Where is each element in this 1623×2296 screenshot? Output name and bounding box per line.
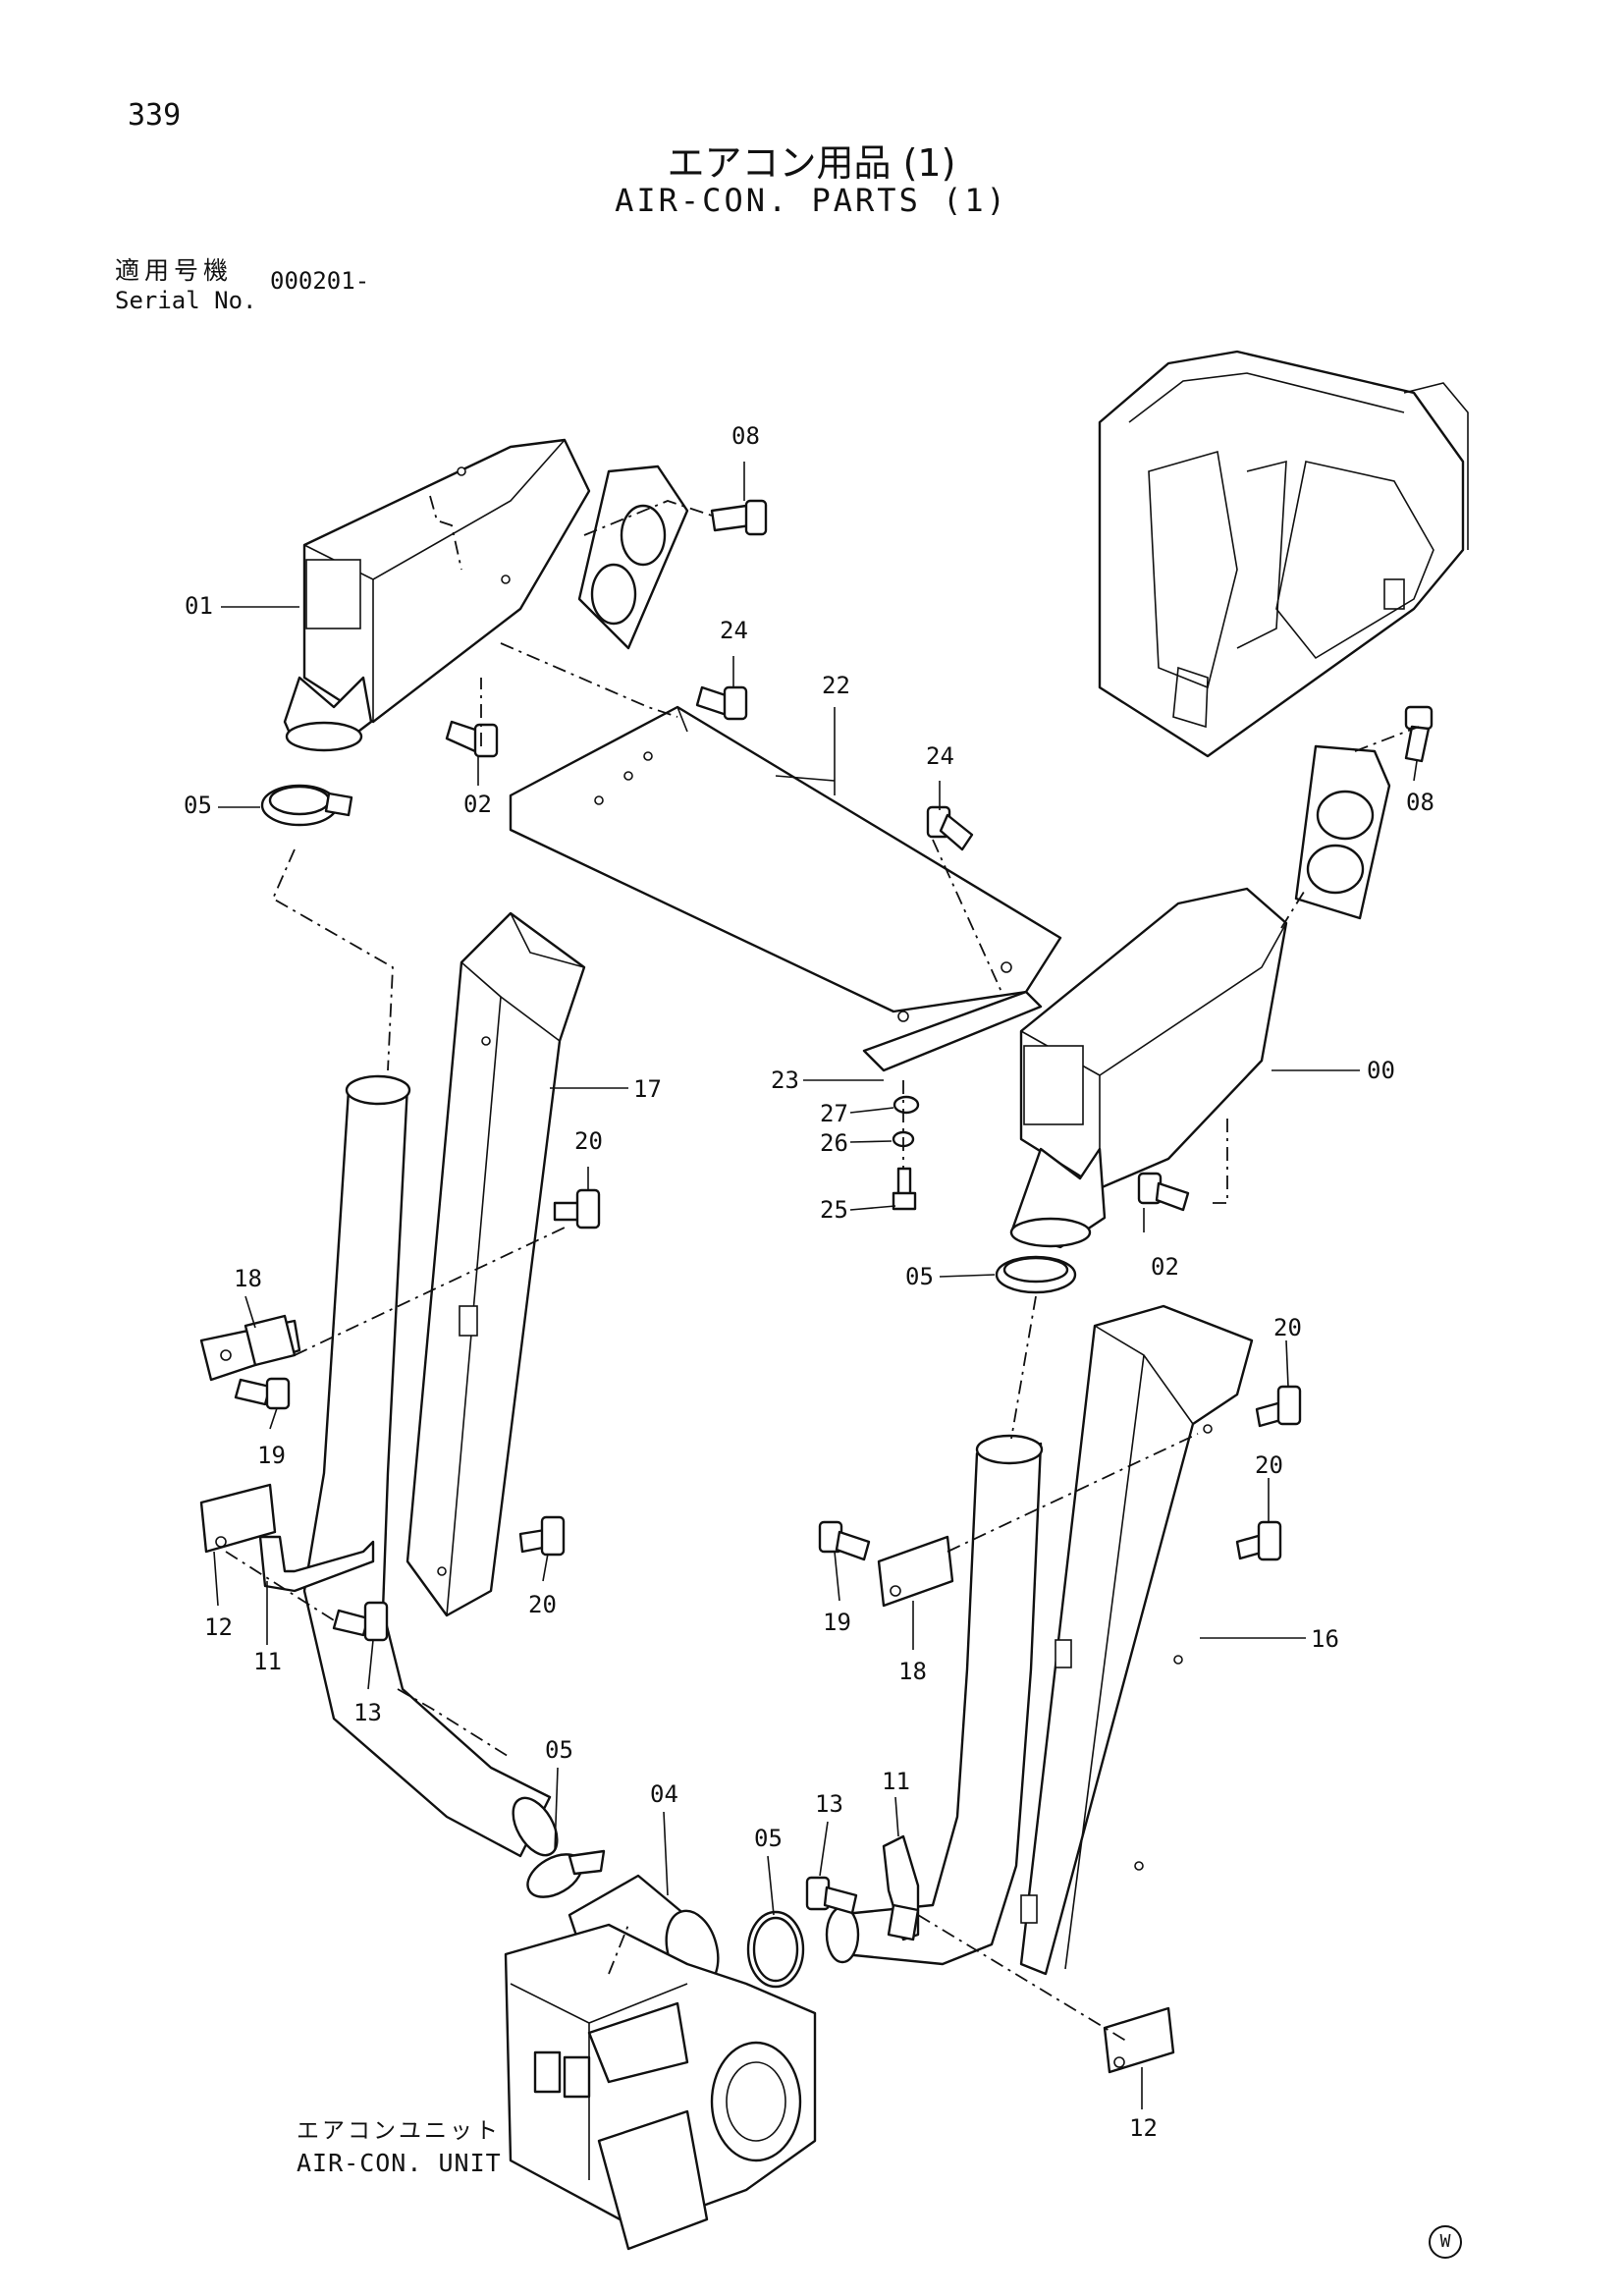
callout-01: 01 xyxy=(185,592,213,620)
vent-grille-08-right xyxy=(1294,744,1391,920)
callout-17: 17 xyxy=(633,1075,662,1103)
serial-label-english: Serial No. xyxy=(115,287,257,314)
callout-20d: 20 xyxy=(1255,1451,1283,1479)
callout-16: 16 xyxy=(1311,1625,1339,1653)
callout-22: 22 xyxy=(822,672,850,699)
clamp-05-lower xyxy=(526,1849,606,1898)
washer-27 xyxy=(893,1095,920,1115)
hose-right xyxy=(825,1434,1044,1966)
callout-24a: 24 xyxy=(720,617,748,644)
callout-04: 04 xyxy=(650,1780,678,1808)
callout-27: 27 xyxy=(820,1100,848,1127)
screw-24-b xyxy=(926,805,974,851)
callout-05b: 05 xyxy=(905,1263,934,1290)
callout-23: 23 xyxy=(771,1066,799,1094)
clamp-05-right xyxy=(995,1255,1077,1294)
callout-11a: 11 xyxy=(253,1648,282,1675)
callout-12b: 12 xyxy=(1129,2114,1158,2142)
callout-08a: 08 xyxy=(731,422,760,450)
screw-08-top xyxy=(710,499,768,536)
clamp-05-elbow xyxy=(746,1910,805,1989)
page-title-english: AIR-CON. PARTS (1) xyxy=(615,182,1008,219)
callout-13b: 13 xyxy=(815,1790,843,1818)
callout-18a: 18 xyxy=(234,1265,262,1292)
bracket-12-left xyxy=(199,1483,277,1554)
screw-20-b xyxy=(518,1515,566,1557)
bracket-18-right xyxy=(877,1535,954,1608)
screw-02-left xyxy=(445,720,499,758)
callout-08b: 08 xyxy=(1406,789,1434,816)
circled-mark: W xyxy=(1429,2225,1462,2259)
callout-26: 26 xyxy=(820,1129,848,1157)
page-title-japanese: エアコン用品 (1) xyxy=(667,141,956,185)
band-11-right xyxy=(882,1834,920,1941)
aircon-unit-illustration xyxy=(504,1923,817,2251)
callout-11b: 11 xyxy=(882,1768,910,1795)
callout-19a: 19 xyxy=(257,1442,286,1469)
cab-illustration xyxy=(1098,350,1469,758)
unit-label-japanese: エアコンユニット xyxy=(297,2118,501,2144)
screw-13-right xyxy=(805,1876,858,1915)
unit-label-english: AIR-CON. UNIT xyxy=(297,2149,502,2177)
screw-19-right xyxy=(818,1520,871,1561)
screw-24-a xyxy=(695,685,748,721)
duct-01 xyxy=(283,438,591,752)
bracket-plate-22 xyxy=(509,705,1062,1072)
callout-19b: 19 xyxy=(823,1609,851,1636)
callout-00: 00 xyxy=(1367,1057,1395,1084)
duct-cover-16 xyxy=(1019,1304,1254,1976)
screw-19-left xyxy=(234,1377,291,1410)
vent-grille-08-left xyxy=(577,465,689,650)
callout-25: 25 xyxy=(820,1196,848,1224)
bolt-25 xyxy=(892,1167,917,1211)
callout-05d: 05 xyxy=(754,1825,783,1852)
callout-05a: 05 xyxy=(184,792,212,819)
hose-left xyxy=(302,1074,559,1858)
page-number: 339 xyxy=(128,98,182,133)
callout-02b: 02 xyxy=(1151,1253,1179,1281)
serial-label-japanese: 適用号機 xyxy=(115,256,234,285)
screw-20-c xyxy=(1255,1385,1302,1428)
callout-13a: 13 xyxy=(353,1699,382,1726)
screw-13-left xyxy=(332,1601,389,1642)
screw-20-d xyxy=(1235,1520,1282,1561)
callout-24b: 24 xyxy=(926,742,954,770)
screw-02-right xyxy=(1137,1172,1190,1212)
callout-18b: 18 xyxy=(898,1658,927,1685)
callout-20c: 20 xyxy=(1273,1314,1302,1341)
callout-12a: 12 xyxy=(204,1613,233,1641)
serial-number-value: 000201- xyxy=(270,267,370,295)
clamp-05-upper xyxy=(260,784,353,827)
band-11-left xyxy=(258,1535,375,1593)
screw-08-right xyxy=(1404,705,1434,763)
bracket-18-left xyxy=(199,1314,301,1382)
callout-20a: 20 xyxy=(574,1127,603,1155)
duct-cover-17 xyxy=(406,911,586,1617)
duct-00 xyxy=(1009,887,1288,1249)
callout-02a: 02 xyxy=(463,791,492,818)
screw-20-a xyxy=(553,1188,601,1230)
bracket-12-right xyxy=(1103,2006,1175,2074)
callout-05c: 05 xyxy=(545,1736,573,1764)
callout-20b: 20 xyxy=(528,1591,557,1618)
